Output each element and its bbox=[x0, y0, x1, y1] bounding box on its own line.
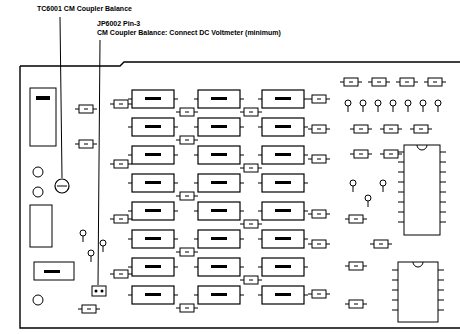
leader-line bbox=[98, 40, 100, 285]
pin-label: JP6002 Pin-3 bbox=[96, 20, 141, 28]
leader-line bbox=[60, 17, 62, 178]
adjustment-note: CM Coupler Balance: Connect DC Voltmeter… bbox=[96, 29, 282, 37]
callout-label: TC6001 CM Coupler Balance bbox=[36, 5, 133, 13]
board-outline bbox=[20, 62, 460, 328]
ic-chip bbox=[404, 145, 440, 235]
trimmer-tc6001 bbox=[55, 179, 69, 193]
ic-chip bbox=[398, 262, 438, 322]
jumper-jp6002 bbox=[92, 286, 106, 296]
